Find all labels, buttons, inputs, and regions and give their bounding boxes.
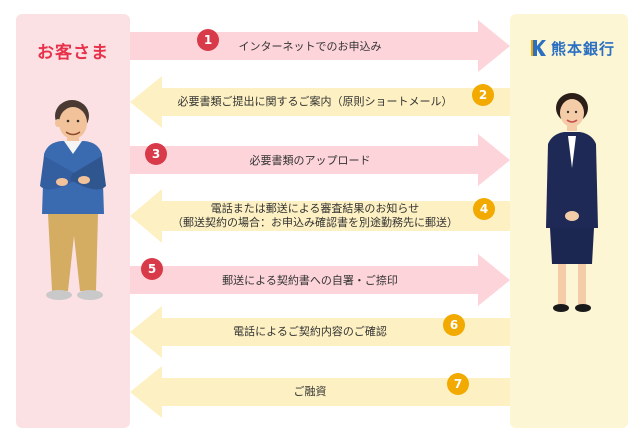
bank-name: 熊本銀行 <box>550 39 615 58</box>
arrow-step-1 <box>130 20 510 72</box>
arrow-step-6 <box>130 306 510 358</box>
step-badge-7: 7 <box>447 373 469 395</box>
step-label-1: インターネットでのお申込み <box>180 40 440 54</box>
arrow-step-5 <box>130 254 510 306</box>
bank-logo-icon <box>530 40 546 56</box>
arrow-step-2 <box>130 76 510 128</box>
step-label-4: 電話または郵送による審査結果のお知らせ （郵送契約の場合：お申込み確認書を別途勤… <box>160 202 470 230</box>
step-badge-4: 4 <box>473 198 495 220</box>
step-1-text: インターネットでのお申込み <box>238 40 382 53</box>
step-5-text: 郵送による契約書への自署・ご捺印 <box>222 274 398 287</box>
bank-logo: 熊本銀行 <box>518 36 628 60</box>
step-2-text: 必要書類ご提出に関するご案内（原則ショートメール） <box>177 95 453 108</box>
customer-illustration <box>28 96 118 315</box>
step-label-7: ご融資 <box>180 385 440 399</box>
step-badge-6: 6 <box>443 314 465 336</box>
arrow-step-4 <box>130 189 510 243</box>
customer-title: お客さま <box>37 43 109 63</box>
step-4-text-line-2: （郵送契約の場合：お申込み確認書を別途勤務先に郵送） <box>172 216 458 229</box>
step-label-5: 郵送による契約書への自署・ご捺印 <box>180 274 440 288</box>
step-badge-5: 5 <box>141 258 163 280</box>
step-label-2: 必要書類ご提出に関するご案内（原則ショートメール） <box>165 95 465 109</box>
bank-staff-illustration <box>534 88 610 322</box>
step-label-3: 必要書類のアップロード <box>180 154 440 168</box>
step-7-text: ご融資 <box>293 385 327 398</box>
step-badge-1: 1 <box>197 29 219 51</box>
arrow-step-7 <box>130 366 510 418</box>
step-4-text-line-1: 電話または郵送による審査結果のお知らせ <box>210 202 420 215</box>
step-badge-2: 2 <box>472 84 494 106</box>
step-6-text: 電話によるご契約内容のご確認 <box>233 325 387 338</box>
step-badge-3: 3 <box>145 143 167 165</box>
step-label-6: 電話によるご契約内容のご確認 <box>180 325 440 339</box>
arrow-step-3 <box>130 134 510 186</box>
step-3-text: 必要書類のアップロード <box>249 154 371 167</box>
